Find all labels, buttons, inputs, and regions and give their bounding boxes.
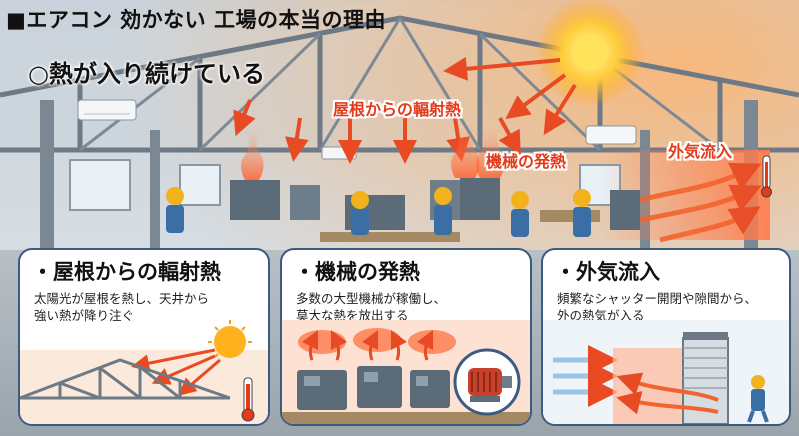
- heat-arrow-icon: [301, 329, 434, 361]
- thermometer-icon: [241, 377, 255, 422]
- panel-description: 多数の大型機械が稼働し、 莫大な熱を放出する: [296, 290, 446, 324]
- panel-description-line: 頻繁なシャッター開閉や隙間から、: [557, 291, 758, 306]
- page-title: ■エアコン 効かない 工場の本当の理由: [6, 8, 386, 32]
- heat-arrow-icon: [616, 372, 719, 415]
- worker-icon: [511, 191, 529, 237]
- worker-icon: [351, 191, 369, 235]
- thermometer-icon: [761, 155, 772, 198]
- worker-icon: [166, 187, 184, 233]
- sun-icon: [208, 320, 252, 358]
- panel-outside-air: ・外気流入 頻繁なシャッター開閉や隙間から、 外の熱気が入る: [541, 248, 791, 426]
- panel-title: ・外気流入: [555, 260, 660, 284]
- panel-description-line: 外の熱気が入る: [557, 308, 645, 323]
- panel-machine-heat: ・機械の発熱 多数の大型機械が稼働し、 莫大な熱を放出する: [280, 248, 532, 426]
- panel-description-line: 多数の大型機械が稼働し、: [296, 291, 447, 306]
- worker-icon: [573, 189, 591, 237]
- worker-icon: [747, 375, 769, 423]
- panel-title: ・機械の発熱: [294, 260, 420, 284]
- panel-description-line: 強い熱が降り注ぐ: [34, 308, 135, 323]
- panel-description-line: 太陽光が屋根を熱し、天井から: [34, 291, 210, 306]
- machines-illustration: [282, 320, 530, 424]
- callout-machine-heat: 機械の発熱: [486, 152, 567, 171]
- panel-roof-radiant-heat: ・屋根からの輻射熱 太陽光が屋根を熱し、天井から 強い熱が降り注ぐ: [18, 248, 270, 426]
- air-conditioner-icon: [77, 99, 137, 121]
- panel-description: 太陽光が屋根を熱し、天井から 強い熱が降り注ぐ: [34, 290, 209, 324]
- outside-air-illustration: [543, 320, 789, 424]
- worker-icon: [434, 187, 452, 235]
- roof-illustration: [20, 320, 268, 424]
- callout-outside-air: 外気流入: [668, 142, 733, 161]
- panel-description-line: 莫大な熱を放出する: [296, 308, 409, 323]
- heat-arrow-icon: [233, 56, 577, 164]
- sun-icon: [535, 0, 645, 107]
- motor-icon: [453, 348, 521, 416]
- air-conditioner-icon: [585, 125, 637, 145]
- page-subtitle: ○熱が入り続けている: [28, 60, 265, 88]
- panel-description: 頻繁なシャッター開閉や隙間から、 外の熱気が入る: [557, 290, 757, 324]
- panel-title: ・屋根からの輻射熱: [32, 260, 221, 284]
- callout-roof-heat: 屋根からの輻射熱: [333, 100, 462, 119]
